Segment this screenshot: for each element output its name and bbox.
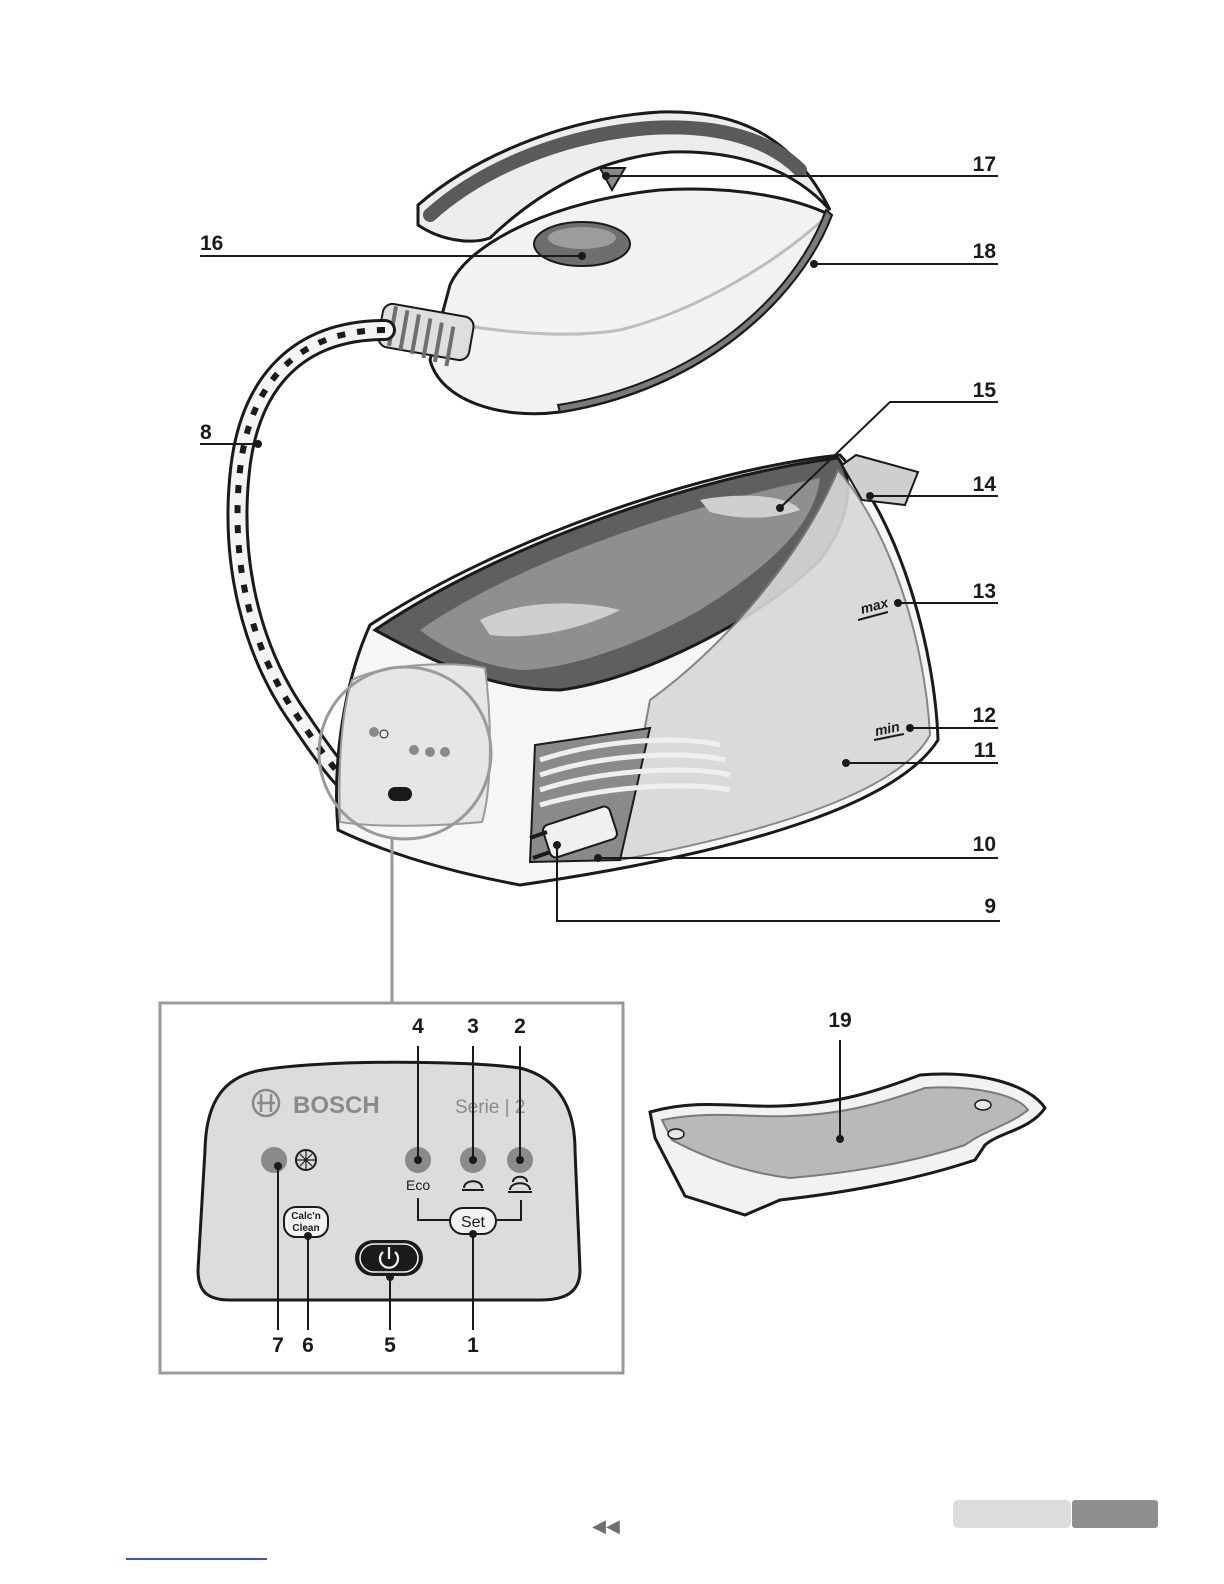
callout-18: 18 xyxy=(810,240,998,268)
callout-12-label: 12 xyxy=(973,704,996,727)
page-tab-left[interactable] xyxy=(953,1500,1071,1528)
callout-3-label: 3 xyxy=(467,1015,479,1038)
callout-16-label: 16 xyxy=(200,232,223,255)
control-panel: BOSCH Serie | 2 Eco Set Calc'n Clean xyxy=(198,1062,580,1300)
brand-name: BOSCH xyxy=(293,1092,380,1119)
back-nav-button[interactable]: ◀◀ xyxy=(592,1516,620,1537)
front-panel-mini xyxy=(340,664,490,826)
callout-11-label: 11 xyxy=(974,739,997,762)
callout-9-label: 9 xyxy=(984,895,996,918)
page-tab-right[interactable] xyxy=(1072,1500,1158,1528)
callout-15-label: 15 xyxy=(973,379,997,402)
callout-7-label: 7 xyxy=(272,1334,284,1357)
callout-6-label: 6 xyxy=(302,1334,314,1357)
callout-2-label: 2 xyxy=(514,1015,526,1038)
calc-clean-tray xyxy=(650,1074,1045,1215)
calc-warning-led xyxy=(261,1147,287,1173)
calc-clean-button[interactable]: Calc'n Clean xyxy=(284,1207,328,1237)
callout-8-label: 8 xyxy=(200,421,212,444)
callout-5-label: 5 xyxy=(384,1334,396,1357)
back-arrows-icon: ◀◀ xyxy=(592,1516,620,1537)
iron xyxy=(377,112,832,414)
callout-4-label: 4 xyxy=(412,1015,424,1038)
eco-label: Eco xyxy=(406,1177,430,1193)
callout-14-label: 14 xyxy=(973,473,997,496)
callout-19-label: 19 xyxy=(828,1009,851,1032)
callout-13-label: 13 xyxy=(973,580,996,603)
callout-17-label: 17 xyxy=(973,153,996,176)
callout-1-label: 1 xyxy=(467,1334,479,1357)
callout-18-label: 18 xyxy=(973,240,997,263)
power-button[interactable] xyxy=(355,1240,423,1276)
calc-label-1: Calc'n xyxy=(291,1211,321,1222)
series-label: Serie | 2 xyxy=(455,1097,525,1118)
calc-label-2: Clean xyxy=(292,1223,319,1234)
set-button-label: Set xyxy=(461,1214,486,1231)
callout-10-label: 10 xyxy=(973,833,996,856)
